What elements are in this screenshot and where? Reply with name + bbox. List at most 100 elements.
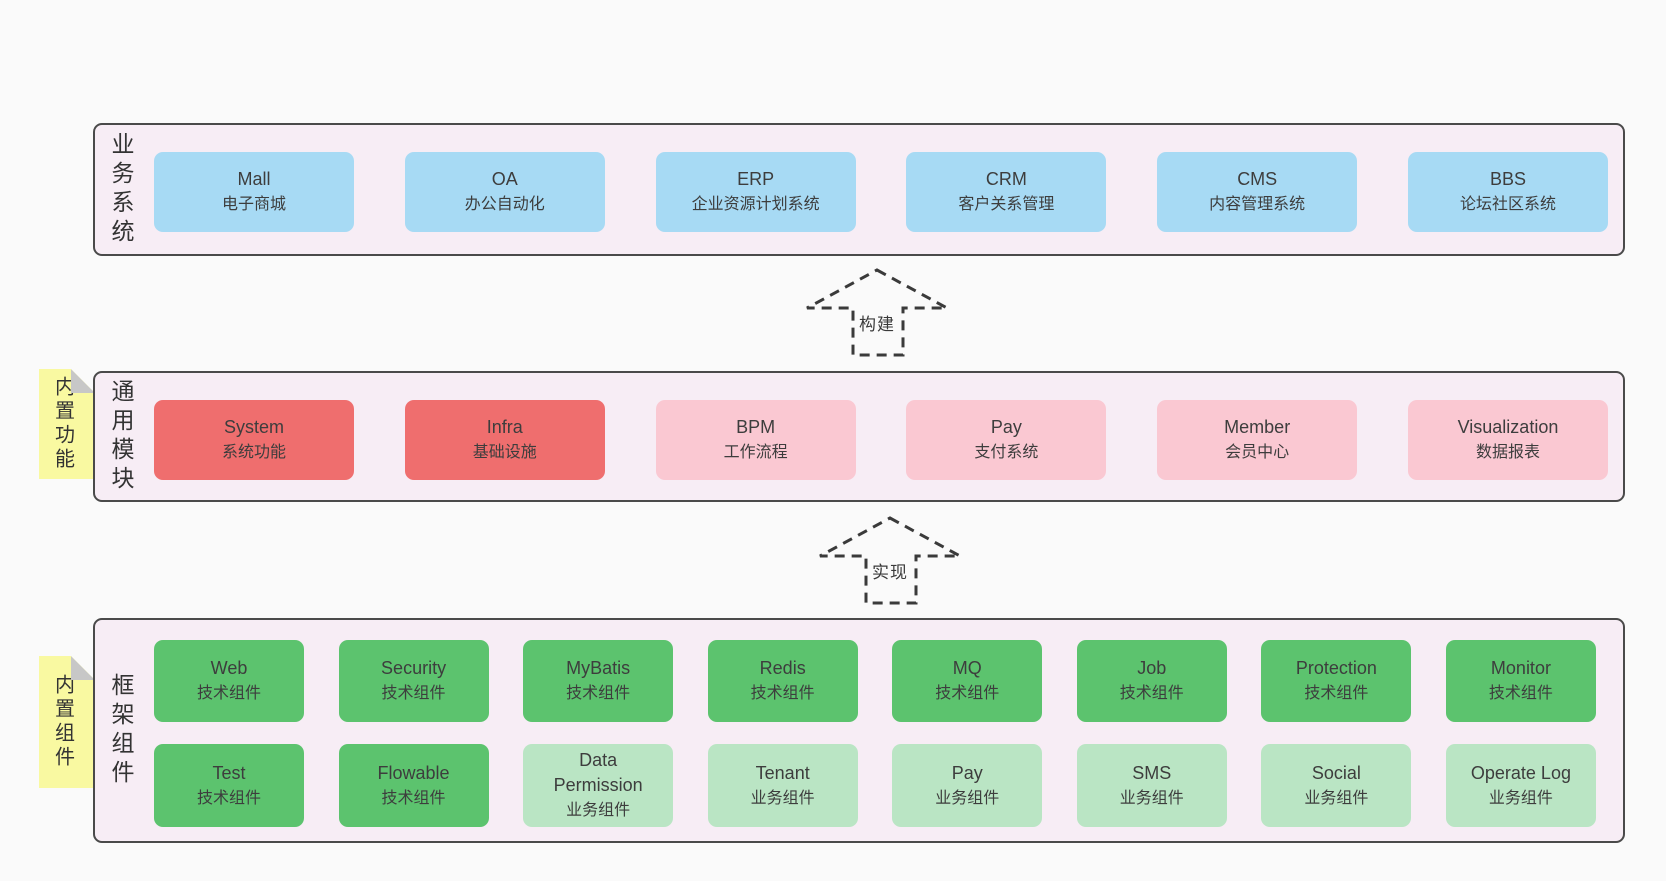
up-arrow-outline — [819, 516, 961, 605]
box-subtitle: 系统功能 — [221, 444, 286, 461]
box-title: Member — [1224, 417, 1291, 437]
box-title: CRM — [985, 169, 1027, 189]
box-title: Test — [212, 762, 246, 783]
box-subtitle: 论坛社区系统 — [1459, 196, 1556, 213]
box-subtitle: 业务组件 — [566, 802, 631, 819]
box-oa: OA 办公自动化 — [404, 152, 605, 232]
framework-components-row-1: Web 技术组件 Security 技术组件 MyBatis 技术组件 Redi… — [154, 640, 1596, 722]
box-title: Protection — [1295, 658, 1377, 678]
note-label: 内置组件 — [51, 674, 74, 770]
box-security: Security 技术组件 — [338, 640, 489, 722]
box-title: Security — [381, 658, 447, 678]
box-subtitle: 业务组件 — [1488, 789, 1553, 807]
box-title: CMS — [1237, 169, 1278, 189]
box-test: Test 技术组件 — [154, 744, 304, 827]
box-title: BBS — [1489, 169, 1526, 189]
sticky-note-built-in-components: 内置组件 — [39, 656, 95, 788]
up-arrow-outline — [806, 268, 948, 357]
box-tenant: Tenant 业务组件 — [707, 744, 858, 827]
folded-corner-icon — [71, 656, 95, 680]
box-title: System — [223, 417, 284, 437]
implement-up-arrow-icon: 实现 — [812, 511, 968, 606]
box-subtitle: 技术组件 — [935, 685, 1000, 702]
box-subtitle: 技术组件 — [1304, 685, 1369, 702]
box-title: SMS — [1132, 762, 1172, 783]
box-title: ERP — [737, 169, 775, 189]
box-subtitle: 业务组件 — [1119, 789, 1184, 807]
section-label-common-modules: 通用模块 — [108, 378, 134, 495]
box-title: Infra — [486, 417, 523, 437]
box-infra: Infra 基础设施 — [404, 400, 605, 480]
box-title: Social — [1311, 762, 1361, 783]
box-web: Web 技术组件 — [154, 640, 304, 722]
section-label-framework-components: 框架组件 — [108, 672, 134, 789]
box-title: Web — [210, 658, 248, 678]
box-flowable: Flowable 技术组件 — [338, 744, 489, 827]
box-title: Pay — [990, 417, 1022, 437]
box-title: MQ — [952, 658, 982, 678]
box-cms: CMS 内容管理系统 — [1157, 152, 1358, 232]
box-erp: ERP 企业资源计划系统 — [655, 152, 856, 232]
box-title: Flowable — [377, 762, 450, 783]
section-business-systems: 业务系统 Mall 电子商城 OA 办公自动化 ERP 企业资源计划系统 CRM… — [93, 123, 1625, 256]
box-subtitle: 工作流程 — [723, 444, 788, 461]
box-subtitle: 技术组件 — [196, 685, 261, 702]
box-subtitle: 技术组件 — [381, 789, 446, 807]
box-subtitle: 企业资源计划系统 — [691, 196, 820, 213]
build-arrow-label: 构建 — [855, 308, 899, 337]
implement-arrow-label: 实现 — [868, 556, 912, 585]
folded-corner-icon — [71, 369, 95, 393]
box-subtitle: 业务组件 — [935, 789, 1000, 807]
box-subtitle: 业务组件 — [750, 789, 815, 807]
sticky-note-built-in-features: 内置功能 — [39, 369, 95, 479]
box-title: Visualization — [1457, 417, 1559, 437]
box-subtitle: 支付系统 — [974, 444, 1039, 461]
box-sms: SMS 业务组件 — [1076, 744, 1227, 827]
box-subtitle: 内容管理系统 — [1209, 196, 1306, 213]
box-mybatis: MyBatis 技术组件 — [523, 640, 674, 722]
box-pay-component: Pay 业务组件 — [892, 744, 1043, 827]
box-visualization: Visualization 数据报表 — [1407, 400, 1608, 480]
box-redis: Redis 技术组件 — [707, 640, 858, 722]
box-subtitle: 数据报表 — [1475, 444, 1540, 461]
box-protection: Protection 技术组件 — [1261, 640, 1412, 722]
box-subtitle: 办公自动化 — [464, 196, 545, 213]
box-job: Job 技术组件 — [1076, 640, 1227, 722]
framework-components-row-2: Test 技术组件 Flowable 技术组件 Data Permission … — [154, 744, 1596, 827]
box-title: Pay — [951, 762, 983, 783]
box-subtitle: 电子商城 — [221, 196, 286, 213]
box-system: System 系统功能 — [154, 400, 354, 480]
box-title: Job — [1137, 658, 1167, 678]
box-title: Data Permission — [553, 750, 643, 795]
box-subtitle: 技术组件 — [196, 789, 261, 807]
box-title: Tenant — [755, 762, 810, 783]
section-framework-components: 框架组件 Web 技术组件 Security 技术组件 MyBatis 技术组件… — [93, 618, 1625, 843]
box-data-permission: Data Permission 业务组件 — [523, 744, 674, 827]
box-title: OA — [491, 169, 518, 189]
box-subtitle: 技术组件 — [1119, 685, 1184, 702]
section-label-business-systems: 业务系统 — [108, 131, 134, 248]
box-title: Redis — [759, 658, 806, 678]
box-monitor: Monitor 技术组件 — [1445, 640, 1596, 722]
box-subtitle: 技术组件 — [750, 685, 815, 702]
box-title: MyBatis — [566, 658, 631, 678]
box-subtitle: 技术组件 — [381, 685, 446, 702]
box-title: Operate Log — [1470, 762, 1571, 783]
box-mall: Mall 电子商城 — [154, 152, 354, 232]
box-title: Monitor — [1490, 658, 1551, 678]
box-crm: CRM 客户关系管理 — [906, 152, 1107, 232]
box-subtitle: 技术组件 — [566, 685, 631, 702]
box-title: BPM — [736, 417, 776, 437]
box-bpm: BPM 工作流程 — [655, 400, 856, 480]
box-member: Member 会员中心 — [1157, 400, 1358, 480]
box-social: Social 业务组件 — [1261, 744, 1412, 827]
business-systems-row: Mall 电子商城 OA 办公自动化 ERP 企业资源计划系统 CRM 客户关系… — [154, 152, 1608, 232]
box-subtitle: 客户关系管理 — [958, 196, 1055, 213]
box-pay: Pay 支付系统 — [906, 400, 1107, 480]
build-up-arrow-icon: 构建 — [799, 263, 955, 358]
box-subtitle: 技术组件 — [1488, 685, 1553, 702]
box-subtitle: 基础设施 — [472, 444, 537, 461]
note-label: 内置功能 — [51, 376, 74, 472]
box-operate-log: Operate Log 业务组件 — [1445, 744, 1596, 827]
